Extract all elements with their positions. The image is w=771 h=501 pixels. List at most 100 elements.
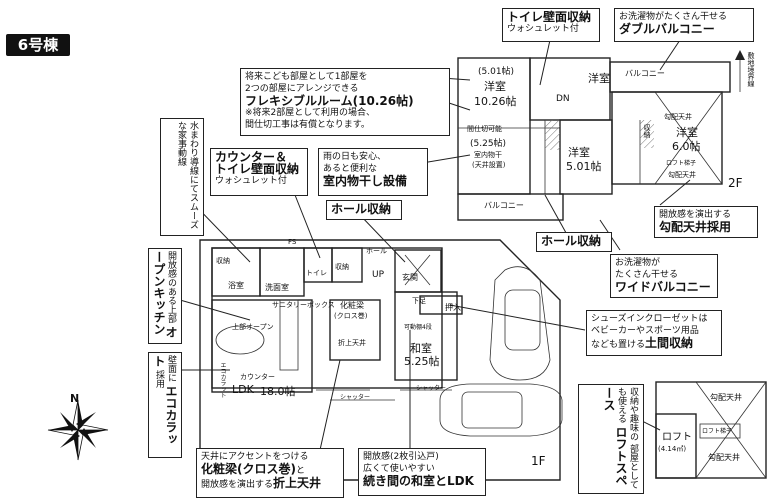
callout-eco-title: エコカラット [152, 355, 178, 445]
callout-counter-title2: トイレ壁面収納 [215, 162, 300, 176]
room-1f-washitsu-size: 5.25帖 [404, 355, 440, 368]
first-floor-plan [199, 239, 563, 481]
room-2f-balcony1: バルコニー [625, 69, 665, 78]
callout-shoes-line3: なども置ける [591, 340, 646, 350]
room-2f-flex-line2: 室内物干 [474, 151, 502, 159]
callout-hall-storage-2f: ホール収納 [536, 232, 612, 252]
callout-flex-title: フレキシブルルーム(10.26帖) [245, 94, 414, 108]
room-1f-washitsu-name: 和室 [410, 342, 432, 355]
building-number-badge: 6号棟 [6, 34, 70, 56]
callout-eco-carat: 壁面に エコカラット 採用 [148, 352, 182, 458]
room-2f-western2-name: 洋室 [568, 146, 590, 159]
boundary-label: 敷地境界線 [747, 52, 755, 87]
callout-open-kitchen: 開放感のある上部 オープンキッチン [148, 248, 182, 344]
room-2f-slope-label: 勾配天井 [668, 171, 696, 179]
floor-label-1f: 1F [531, 454, 546, 468]
loft-ladder: ロフト梯子 [702, 428, 733, 435]
room-2f-balcony2: バルコニー [484, 201, 524, 210]
callout-flex-note2: 間仕切工事は有償となります。 [245, 120, 370, 130]
callout-double-balcony: お洗濯物がたくさん干せる ダブルバルコニー [614, 8, 754, 42]
callout-toilet-storage: トイレ壁面収納 ウォシュレット付 [502, 8, 600, 42]
callout-water-route: 水まわり導線にてスムーズな家事動線 [160, 118, 204, 236]
callout-slope-ceiling: 開放感を演出する 勾配天井採用 [654, 206, 758, 238]
loft-slope2: 勾配天井 [708, 453, 740, 462]
callout-hall1-title: ホール収納 [331, 202, 392, 216]
compass-north-label: N [70, 392, 80, 405]
callout-flex-line1: 将来こども部屋として1部屋を [245, 72, 368, 82]
room-1f-shutter2: シャッター [416, 385, 447, 392]
callout-hall2-title: ホール収納 [541, 234, 602, 248]
callout-loft-line1: 収納や趣味の [628, 387, 638, 441]
callout-washitsu-title: 続き間の和室とLDK [363, 474, 474, 488]
callout-beam-ceiling: 天井にアクセントをつける 化粧梁(クロス巻)と 開放感を演出する折上天井 [196, 448, 344, 498]
room-2f-western3-size: 6.0帖 [672, 140, 701, 153]
loft-size: (4.14㎡) [658, 445, 687, 453]
room-1f-upper-open: 上部オープン [232, 323, 274, 331]
room-1f-entrance: 玄関 [402, 273, 418, 282]
callout-flex-line2: 2つの部屋にアレンジできる [245, 84, 359, 94]
callout-washitsu-line1: 開放感(2枚引込戸) [363, 452, 439, 462]
callout-wide-line1: お洗濯物が [615, 258, 661, 268]
callout-drying-line2: あると便利な [323, 164, 378, 174]
callout-eco-line1: 壁面に [166, 355, 176, 382]
callout-washitsu-ldk: 開放感(2枚引込戸) 広くて使いやすい 続き間の和室とLDK [358, 448, 486, 496]
callout-slope-title: 勾配天井採用 [659, 220, 732, 234]
room-1f-closet: 押入 [445, 303, 461, 312]
room-2f-western2-size: 5.01帖 [566, 160, 602, 173]
room-1f-bath: 浴室 [228, 281, 244, 290]
callout-drying-line1: 雨の日も安心、 [323, 152, 387, 162]
room-1f-tokonoma: 可動棚4段 [404, 324, 432, 331]
room-1f-up: UP [372, 270, 385, 280]
callout-beam-title1: 化粧梁(クロス巻) [201, 462, 296, 476]
loft-name: ロフト [662, 432, 692, 443]
room-2f-western3-name: 洋室 [676, 126, 698, 139]
room-1f-fs: FS [288, 238, 297, 246]
room-1f-storage: 収納 [335, 263, 349, 271]
room-2f-western1-name: 洋室 [484, 80, 506, 93]
callout-counter-toilet: カウンター＆ トイレ壁面収納 ウォシュレット付 [210, 148, 308, 196]
room-1f-shutter: シャッター [340, 394, 371, 401]
second-floor-plan [457, 50, 745, 221]
room-1f-wash: 洗面室 [265, 283, 289, 292]
room-2f-flex-size: (5.25帖) [470, 139, 507, 149]
callout-loft-title: ロフトスペース [602, 387, 628, 486]
callout-counter-title1: カウンター＆ [215, 150, 288, 164]
callout-drying-title: 室内物干し設備 [323, 174, 408, 188]
room-1f-storage-unit: 収納 [216, 257, 230, 265]
room-2f-western2-name-top: 洋室 [588, 72, 610, 85]
callout-shoes-line1: シューズインクローゼットは [591, 314, 708, 324]
room-1f-beam: 化粧梁 [340, 301, 364, 310]
callout-hall-storage-1f: ホール収納 [326, 200, 402, 220]
room-1f-counter: カウンター [240, 373, 275, 381]
callout-counter-sub: ウォシュレット付 [215, 176, 287, 186]
callout-toilet-storage-sub: ウォシュレット付 [507, 24, 579, 34]
callout-slope-line1: 開放感を演出する [659, 210, 732, 220]
callout-loft-line2: 部屋としても使える [616, 387, 638, 489]
callout-shoes-closet: シューズインクローゼットは ベビーカーやスポーツ用品 なども置ける土間収納 [586, 310, 722, 356]
callout-flexible-room: 将来こども部屋として1部屋を 2つの部屋にアレンジできる フレキシブルルーム(1… [240, 68, 450, 136]
callout-toilet-storage-title: トイレ壁面収納 [507, 10, 592, 24]
room-1f-ceiling: 折上天井 [338, 339, 366, 347]
room-1f-ldk-size: 18.0帖 [260, 385, 296, 398]
callout-leaders [179, 39, 691, 451]
room-1f-hall: ホール [366, 247, 387, 255]
callout-shoes-line2: ベビーカーやスポーツ用品 [591, 326, 699, 336]
callout-flex-note1: ※将来2部屋として利用の場合、 [245, 108, 375, 118]
loft-plan [655, 381, 767, 479]
callout-wide-line2: たくさん干せる [615, 270, 679, 280]
room-2f-flex-line1: 間仕切可能 [467, 125, 502, 133]
callout-beam-line1: 天井にアクセントをつける [201, 452, 309, 462]
callout-eco-sub: 採用 [154, 369, 164, 388]
room-2f-flex-line3: (天井設置) [472, 161, 506, 169]
callout-beam-title2: 折上天井 [273, 476, 322, 490]
room-1f-sanitary: サニタリーボックス [272, 301, 335, 309]
callout-beam-line3: 開放感を演出する [201, 480, 274, 490]
room-2f-western1-size: 10.26帖 [474, 95, 517, 108]
callout-kitchen-line1: 開放感のある上部 [166, 251, 176, 323]
room-1f-ldk-name: LDK [232, 383, 254, 396]
callout-loft: 収納や趣味の 部屋としても使える ロフトスペース [578, 384, 644, 494]
callout-wide-title: ワイドバルコニー [615, 280, 711, 294]
callout-shoes-title: 土間収納 [645, 336, 694, 350]
floor-label-2f: 2F [728, 176, 743, 190]
callout-double-balcony-title: ダブルバルコニー [619, 22, 715, 36]
